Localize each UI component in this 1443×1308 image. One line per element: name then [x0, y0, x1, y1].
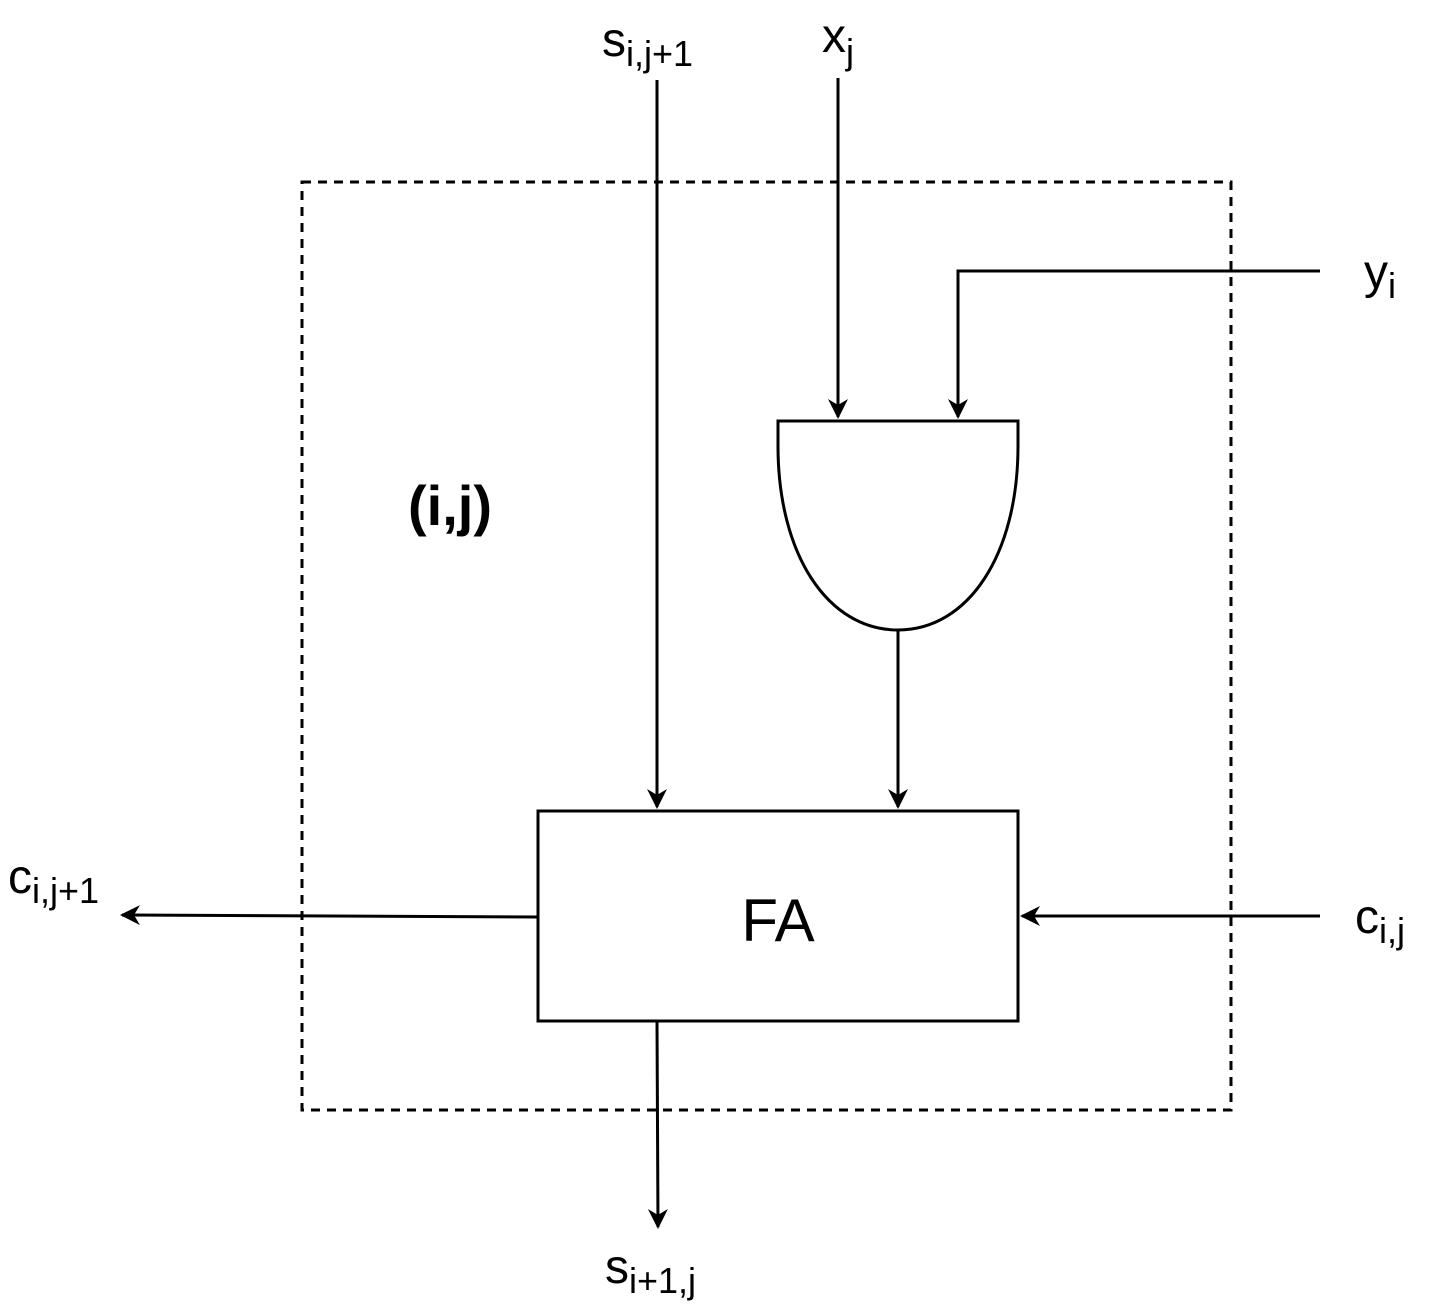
cell-boundary: [300, 180, 1233, 1112]
full-adder-label: FA: [741, 887, 814, 954]
y-in-wire: [948, 269, 1320, 419]
s-in-label: si,j+1: [602, 14, 693, 74]
c-out-label: ci,j+1: [8, 851, 99, 911]
x-in-label: xj: [822, 10, 854, 72]
and-gate: [776, 419, 1020, 632]
s-out-wire: [647, 1020, 668, 1229]
y-in-label: yi: [1364, 246, 1396, 306]
cell-label: (i,j): [408, 474, 492, 537]
s-out-label: si+1,j: [605, 1241, 696, 1301]
c-out-wire: [120, 905, 539, 926]
c-in-label: ci,j: [1355, 891, 1405, 951]
